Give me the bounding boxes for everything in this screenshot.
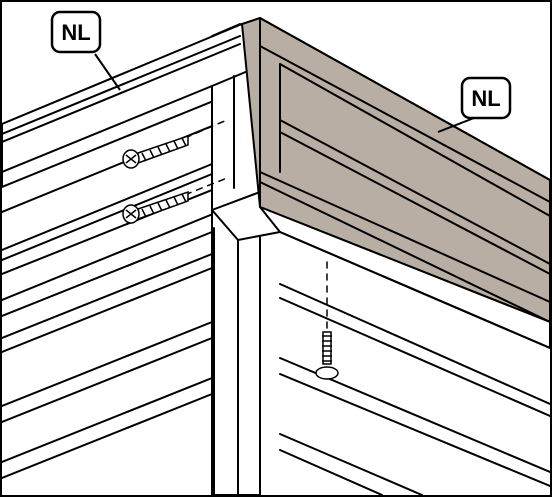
screw-icon: [122, 134, 189, 169]
callout-nl-right: NL: [437, 76, 512, 133]
callout-label: NL: [471, 86, 500, 111]
callout-label: NL: [61, 20, 90, 45]
right-lower-boards: [259, 206, 550, 495]
callout-nl-left: NL: [50, 10, 121, 91]
screw-icon: [122, 190, 189, 224]
right-top-board-shaded: [241, 17, 550, 323]
bolt-icon: [315, 331, 339, 380]
left-lower-boards: [2, 125, 258, 479]
left-top-board: [2, 23, 261, 188]
